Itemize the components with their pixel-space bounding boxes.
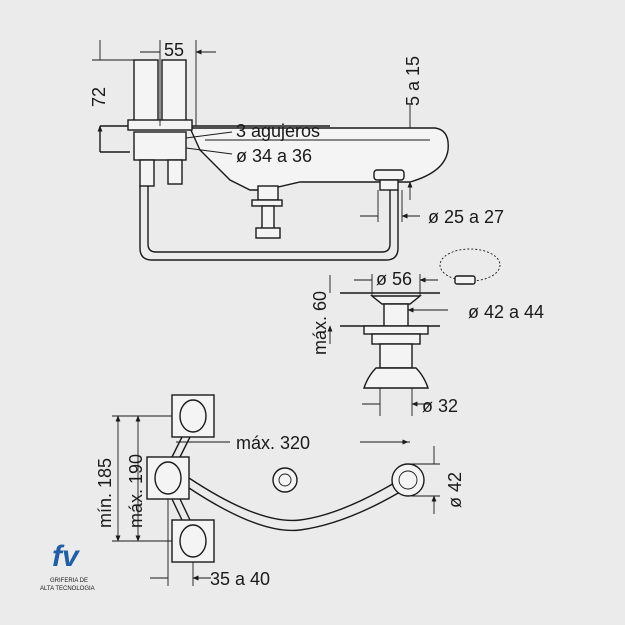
dim-25-27-label: ø 25 a 27 (428, 207, 504, 227)
faucet-handle-left (133, 59, 159, 127)
square-bottom (171, 519, 215, 563)
hole-diameter-label: ø 34 a 36 (236, 146, 312, 166)
drain-throat (383, 303, 409, 327)
plan-view: máx. 320 ø 42 mín. 185 máx. 190 35 a 40 (95, 394, 465, 589)
holes-leader (185, 131, 233, 139)
drain-washer (371, 333, 421, 345)
dim-55-label: 55 (164, 40, 184, 60)
dim-32-ext (379, 388, 413, 416)
spout-rosette-inner (398, 470, 418, 490)
dim-190-label: máx. 190 (126, 454, 146, 528)
hole-middle (154, 461, 182, 495)
drain-locknut (363, 325, 429, 335)
drain-tailpiece (379, 343, 413, 369)
valve-stem-right (167, 159, 183, 185)
dim-5-15-label: 5 a 15 (403, 56, 423, 106)
dim-60-label: máx. 60 (310, 291, 330, 355)
spout-base (379, 179, 399, 191)
dim-72-label: 72 (89, 87, 109, 107)
drain-tail-nut (255, 227, 281, 239)
spout-cap (373, 169, 405, 181)
dim-185-ext (112, 415, 172, 542)
dim-35-40-label: 35 a 40 (210, 569, 270, 589)
dim-42-label: ø 42 (445, 472, 465, 508)
square-connectors (171, 436, 191, 521)
square-middle (146, 456, 190, 500)
brand-logo: fv GRIFERIA DE ALTA TECNOLOGIA (40, 540, 95, 592)
drain-flange (370, 295, 422, 305)
dim-56-label: ø 56 (376, 269, 412, 289)
valve-stem-left (139, 159, 155, 187)
drain-nut (251, 199, 283, 207)
faucet-handle-right (161, 59, 187, 127)
drain-grate-inner (278, 473, 292, 487)
side-view: 55 72 5 a 15 3 agujeros ø 34 a 36 ø 25 a… (89, 40, 504, 261)
brand-line-1: GRIFERIA DE (50, 578, 88, 584)
hose-upper (188, 477, 397, 522)
connecting-pipe-outer (139, 186, 399, 261)
square-top (171, 394, 215, 438)
dim-185-label: mín. 185 (95, 458, 115, 528)
drain-body (257, 185, 279, 201)
brand-line-2: ALTA TECNOLOGIA (40, 586, 95, 592)
spout-rosette (391, 463, 425, 497)
dim-42-44-label: ø 42 a 44 (468, 302, 544, 322)
drain-grate (272, 467, 298, 493)
hole-bottom (179, 524, 207, 558)
holes-label: 3 agujeros (236, 121, 320, 141)
hole-diam-leader (185, 147, 233, 155)
hose-lower (188, 487, 401, 532)
drain-bottom-nut (363, 367, 429, 389)
faucet-valve-body (133, 131, 187, 161)
dim-320-label: máx. 320 (236, 433, 310, 453)
hole-top (179, 399, 207, 433)
plug (454, 275, 476, 285)
connecting-pipe-inner (147, 186, 391, 253)
fv-logo: fv (52, 540, 81, 573)
drain-detail: ø 56 máx. 60 ø 42 a 44 ø 32 (310, 248, 544, 416)
dim-32-label: ø 32 (422, 396, 458, 416)
